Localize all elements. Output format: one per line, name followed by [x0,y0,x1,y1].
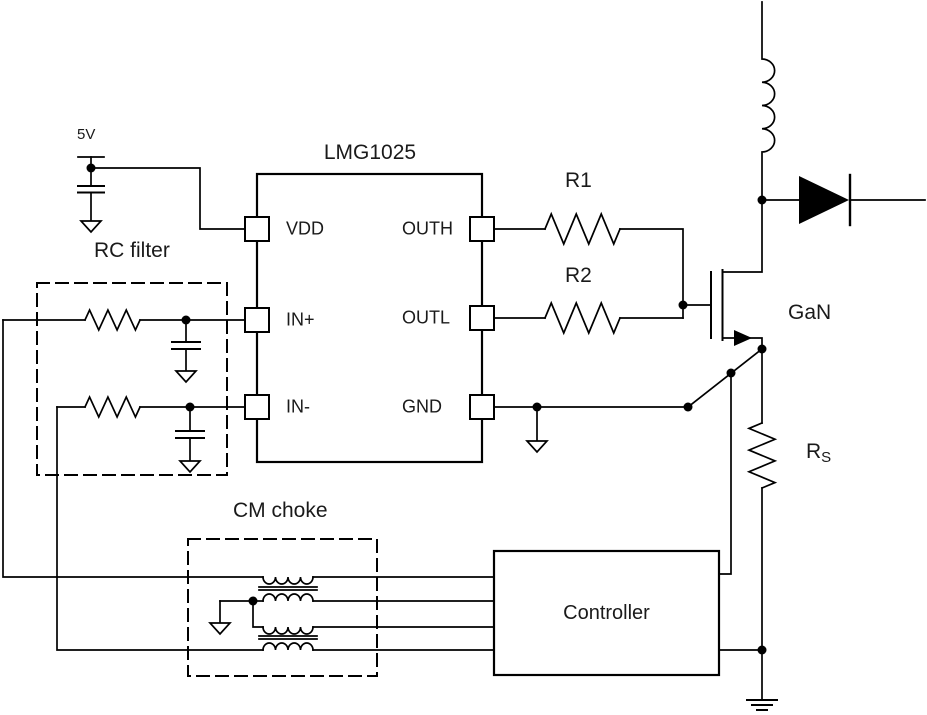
inductor-symbol [761,1,776,201]
capacitor-symbol-inplus [171,341,201,350]
wire-inminus-feed [56,406,264,651]
ground-symbol [208,622,232,636]
junction-dot [181,315,191,325]
capacitor-symbol-inminus [175,430,205,439]
pin-square-inminus [244,394,270,420]
ic-title-label: LMG1025 [323,141,417,164]
junction-dot [726,368,736,378]
supply-5v-label: 5V [77,126,96,143]
choke-core-1 [258,586,318,591]
resistor-symbol-inminus [83,394,142,420]
r1-label: R1 [565,169,592,192]
resistor-symbol-r1 [543,211,622,247]
cm-choke-group [187,538,495,677]
junction-dot [185,402,195,412]
pin-square-outl [469,305,495,331]
fet-drain-lead [721,199,763,273]
pin-label-inminus: IN- [286,396,310,417]
ground-net [493,402,693,454]
pin-label-vdd: VDD [286,218,325,239]
controller-outline [492,549,721,677]
choke-winding-4 [262,642,314,651]
rs-label-sub: S [821,449,832,466]
cm-choke-dashed-box [187,538,378,677]
choke-winding-3 [262,626,314,635]
source-sense-net [686,347,764,575]
diode-symbol [799,176,849,224]
gate-driver-ic [244,172,495,464]
rs-label-main: R [806,440,822,463]
controller-group [492,549,778,711]
pin-square-outh [469,216,495,242]
wire-5v-to-vdd [90,167,246,230]
junction-dot [532,402,542,412]
wire-inplus-feed [2,319,264,578]
junction-dot [248,596,258,606]
junction-dot [678,300,688,310]
ground-symbol [178,460,202,474]
cm-choke-label: CM choke [233,499,328,522]
choke-winding-2 [262,593,314,602]
choke-winding-1 [262,576,314,585]
gate-resistor-network [493,211,712,336]
rc-filter-dashed-box [36,282,228,476]
rc-filter-label: RC filter [94,239,170,262]
wire-diagonal-kelvin [686,347,764,409]
fet-arrow [734,330,752,346]
wire-sense-to-controller [718,372,732,575]
wire [252,600,264,628]
resistor-symbol-inplus [83,307,142,333]
ground-symbol [525,440,549,454]
pin-square-gnd [469,394,495,420]
pin-label-gnd: GND [402,396,442,417]
choke-core-2 [258,635,318,640]
gan-label: GaN [788,301,832,324]
pin-label-outl: OUTL [402,307,451,328]
gan-fet-symbol [710,199,767,354]
bypass-capacitor-symbol [77,185,105,194]
pin-square-inplus [244,307,270,333]
supply-5v-net [77,156,246,234]
r2-label: R2 [565,264,592,287]
resistor-symbol-r2 [543,300,622,336]
pin-label-outh: OUTH [402,218,453,239]
wire [619,228,684,319]
pin-label-inplus: IN+ [286,309,315,330]
controller-label: Controller [563,601,650,624]
resistor-symbol-rs [746,421,778,490]
rc-filter-group [2,282,246,476]
earth-ground-symbol [746,699,778,711]
rs-label: RS [806,441,831,465]
ground-symbol [79,220,103,234]
power-stage-top [757,1,926,227]
ground-symbol [174,370,198,384]
current-sense-resistor [746,348,778,655]
junction-dot [86,163,96,173]
input-feed-wires [2,319,264,651]
pin-square-vdd [244,216,270,242]
